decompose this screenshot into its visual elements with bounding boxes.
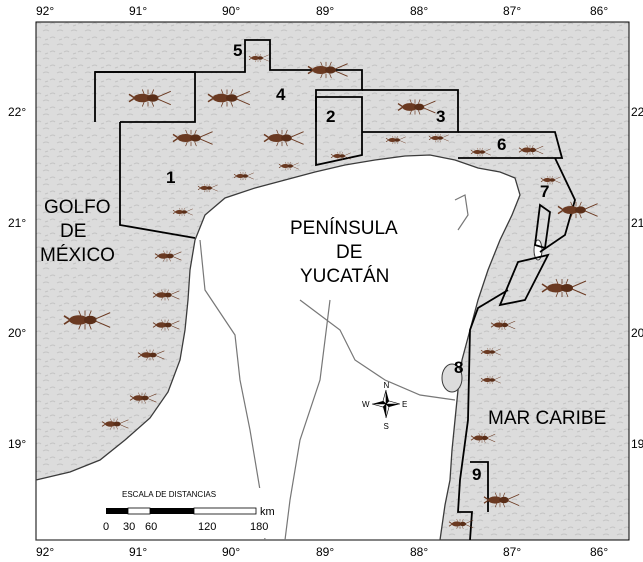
lon-tick-bottom: 86° bbox=[590, 545, 608, 559]
zone-label-8: 8 bbox=[454, 358, 463, 377]
scale-unit: km bbox=[260, 506, 275, 518]
zone-boundaries bbox=[94, 39, 576, 541]
scale-title: ESCALA DE DISTANCIAS bbox=[122, 490, 216, 499]
lat-tick-right: 19° bbox=[631, 437, 643, 451]
gulf-label: GOLFO DE MÉXICO bbox=[40, 197, 115, 266]
bay-chetumal bbox=[441, 363, 463, 393]
caribbean-label: MAR CARIBE bbox=[488, 408, 606, 429]
lat-tick-left: 19° bbox=[8, 437, 26, 451]
scale-label-30: 30 bbox=[123, 521, 135, 533]
yucatan-peninsula-land bbox=[35, 154, 521, 541]
lon-tick-top: 86° bbox=[590, 4, 608, 18]
zone-label-9: 9 bbox=[472, 465, 481, 484]
state-borders bbox=[199, 194, 469, 541]
peninsula-label-line2: DE bbox=[336, 242, 362, 263]
scale-label-120: 120 bbox=[198, 521, 216, 533]
zone-label-7: 7 bbox=[540, 182, 549, 201]
compass-east: E bbox=[402, 400, 407, 409]
lon-tick-top: 92° bbox=[36, 4, 54, 18]
lat-tick-left: 22° bbox=[8, 105, 26, 119]
peninsula-label: PENÍNSULA DE YUCATÁN bbox=[290, 218, 398, 287]
lat-tick-right: 20° bbox=[631, 326, 643, 340]
latitude-ticks-left: 22° 21° 20° 19° bbox=[8, 105, 26, 451]
compass-rose-icon: N S E W bbox=[362, 381, 407, 431]
zone-label-6: 6 bbox=[497, 135, 506, 154]
lon-tick-bottom: 88° bbox=[410, 545, 428, 559]
compass-west: W bbox=[362, 400, 370, 409]
lon-tick-bottom: 87° bbox=[503, 545, 521, 559]
gulf-label-line3: MÉXICO bbox=[40, 245, 115, 266]
lat-tick-right: 22° bbox=[631, 105, 643, 119]
lon-tick-bottom: 91° bbox=[129, 545, 147, 559]
zone-label-4: 4 bbox=[276, 85, 286, 104]
lon-tick-top: 90° bbox=[222, 4, 240, 18]
scale-bar: ESCALA DE DISTANCIAS km 0 30 60 120 180 bbox=[98, 488, 278, 538]
lat-tick-left: 20° bbox=[8, 326, 26, 340]
zone-label-2: 2 bbox=[326, 107, 335, 126]
compass-south: S bbox=[384, 422, 389, 431]
gulf-label-line2: DE bbox=[60, 221, 86, 242]
lat-tick-right: 21° bbox=[631, 216, 643, 230]
compass-north: N bbox=[384, 381, 390, 390]
peninsula-label-line3: YUCATÁN bbox=[300, 266, 389, 287]
lat-tick-left: 21° bbox=[8, 216, 26, 230]
scale-label-180: 180 bbox=[250, 521, 268, 533]
lon-tick-bottom: 89° bbox=[316, 545, 334, 559]
longitude-ticks-bottom: 92° 91° 90° 89° 88° 87° 86° bbox=[36, 545, 608, 559]
scale-label-0: 0 bbox=[103, 521, 109, 533]
lon-tick-bottom: 92° bbox=[36, 545, 54, 559]
longitude-ticks-top: 92° 91° 90° 89° 88° 87° 86° bbox=[36, 4, 608, 18]
lon-tick-top: 89° bbox=[316, 4, 334, 18]
lon-tick-top: 91° bbox=[129, 4, 147, 18]
zone-label-3: 3 bbox=[436, 107, 445, 126]
zone-label-1: 1 bbox=[166, 168, 175, 187]
lon-tick-top: 88° bbox=[410, 4, 428, 18]
lon-tick-top: 87° bbox=[503, 4, 521, 18]
gulf-label-line1: GOLFO bbox=[44, 197, 111, 218]
lon-tick-bottom: 90° bbox=[222, 545, 240, 559]
zone-labels: 5 4 2 3 6 1 7 8 9 bbox=[166, 41, 549, 484]
peninsula-label-line1: PENÍNSULA bbox=[290, 218, 398, 239]
latitude-ticks-right: 22° 21° 20° 19° bbox=[631, 105, 643, 451]
scale-label-60: 60 bbox=[145, 521, 157, 533]
zone-label-5: 5 bbox=[233, 41, 242, 60]
